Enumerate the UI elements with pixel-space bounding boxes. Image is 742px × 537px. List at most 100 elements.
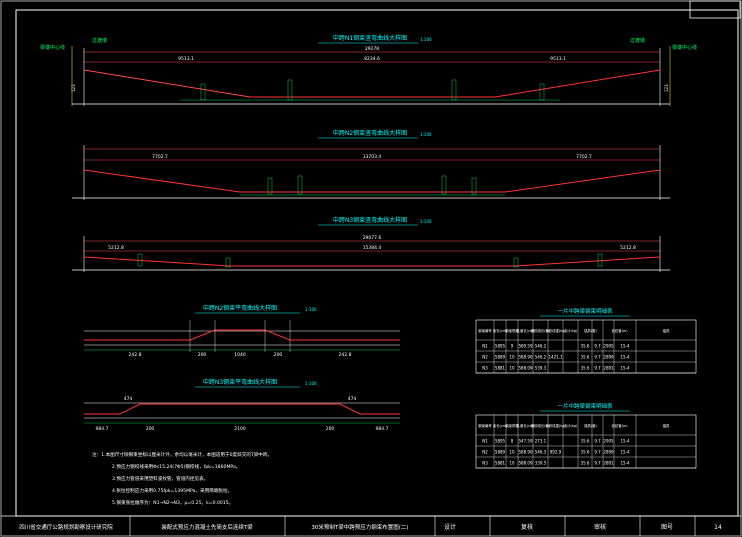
table1-header-1: 束长(cm)	[493, 328, 508, 333]
table1-cell-2-0: N3	[482, 366, 488, 371]
table2-cell-2-2: 10	[509, 461, 515, 466]
plan1-dim-2: 1040	[234, 352, 246, 358]
table2-header-4: 钢绞线长(m)	[531, 423, 551, 428]
table1-header-9: 锚具	[663, 328, 670, 333]
table2-cell-1-5: 992.9	[550, 450, 562, 455]
table2-cell-0-9: 2905	[603, 439, 614, 444]
table1-cell-2-7: 35.6	[581, 366, 590, 371]
table1-header-8: 波纹管(m)	[611, 328, 628, 333]
elevation-title-3: 中跨N3钢束竖弯曲线大样图	[333, 216, 407, 224]
plan-title-2: 中跨N3钢束平弯曲线大样图	[203, 378, 277, 386]
table1-cell-1-2: 10	[509, 355, 515, 360]
table2-cell-1-1: 5889	[495, 450, 506, 455]
plan1-dim-4: 242.8	[339, 352, 352, 358]
elevation-n2: 中跨N2钢束竖弯曲线大样图 1:100 7702.7 13703.4 7702.…	[72, 129, 670, 200]
table2-cell-2-0: N3	[482, 461, 488, 466]
table2-header-9: 锚具	[663, 423, 670, 428]
tb-review: 复核	[521, 523, 533, 531]
table1-cell-1-0: N2	[482, 355, 488, 360]
elevation-n1: 中跨N1钢束竖弯曲线大样图 1:100 梁端中心线 过渡墩 过渡墩 梁端中心线 …	[40, 34, 697, 106]
plan-n3: 中跨N3钢束平弯曲线大样图 1:100 984.7 474 200 2100 2…	[84, 378, 400, 432]
table2-grid: 钢束编号束长(cm)钢束规格孔道长(cm)钢绞线长(m)钢绞线重(kg)合计(k…	[475, 414, 697, 469]
table1-cell-0-0: N1	[482, 344, 488, 349]
dim-total-3: 29077.6	[363, 235, 382, 241]
table2-cell-1-7: 35.6	[581, 450, 590, 455]
plan-scale-2: 1:100	[305, 381, 317, 386]
label-beam-end-right: 梁端中心线	[672, 44, 697, 51]
table1-cell-1-3: 588.90	[519, 355, 533, 360]
table2-cell-0-0: N1	[482, 439, 488, 444]
table1-cell-0-2: 9	[511, 344, 514, 349]
plan2-dim-5: 474	[348, 396, 357, 402]
note-line-4: 4.张拉控制应力采用0.75fpk=1395MPa，采用两端张拉。	[112, 487, 232, 494]
table2-header-0: 钢束编号	[478, 423, 492, 428]
table1-header-4: 钢绞线长(m)	[531, 328, 551, 333]
table1-grid: 钢束编号束长(cm)钢束规格孔道长(cm)钢绞线长(m)钢绞线重(kg)合计(k…	[475, 319, 697, 374]
table1-cell-2-3: 588.09	[519, 366, 533, 371]
table2-header-3: 孔道长(cm)	[517, 423, 536, 428]
plan1-dim-3: 200	[274, 352, 283, 358]
table2-cell-1-10: 15-4	[620, 450, 630, 455]
corner-tag-box	[689, 0, 741, 19]
plan2-dim-0: 984.7	[96, 426, 109, 432]
title-block: 四川省交通厅公路规划勘察设计研究院 装配式预应力混凝土先简支后连续T梁 30米预…	[1, 515, 741, 536]
note-line-2: 2.预应力钢绞线采用Φs15.24(7Φ5)钢绞线，fpk=1860MPa。	[112, 463, 240, 470]
table1-cell-1-10: 15-4	[620, 355, 630, 360]
table1-cell-2-9: 2891	[603, 366, 614, 371]
table2-cell-2-8: 9.7	[594, 461, 601, 466]
table1-cell-2-1: 5881	[495, 366, 506, 371]
dim-right-3: 5212.8	[620, 245, 636, 251]
table2-header-7: 锚具(套)	[584, 423, 597, 428]
note-line-3: 3.预应力管道采用塑料波纹管，管道内径见表。	[112, 475, 208, 482]
table2-cell-0-3: 547.59	[519, 439, 533, 444]
label-pier-left: 过渡墩	[92, 37, 107, 44]
plan2-dim-6: 984.7	[376, 426, 389, 432]
table2-cell-1-8: 9.7	[594, 450, 601, 455]
table2-cell-1-9: 2899	[603, 450, 614, 455]
table1-cell-0-7: 35.6	[581, 344, 590, 349]
plan2-dim-2: 200	[146, 426, 155, 432]
table2-cell-0-4: 273.1	[535, 439, 547, 444]
label-beam-end-left: 梁端中心线	[40, 44, 65, 51]
table1-cell-0-9: 2905	[603, 344, 614, 349]
table2-cell-1-4: 546.3	[535, 450, 547, 455]
table2-title: 一片中跨梁钢束明细表	[557, 402, 613, 410]
table1-header-5: 钢绞线重(kg)	[545, 328, 566, 333]
table2-header-1: 束长(cm)	[493, 423, 508, 428]
table1-header-0: 钢束编号	[478, 328, 492, 333]
tb-design: 设计	[444, 523, 456, 531]
label-pier-right: 过渡墩	[630, 37, 645, 44]
table2-cell-0-7: 35.6	[581, 439, 590, 444]
table1-cell-1-8: 9.7	[594, 355, 601, 360]
table2-cell-2-1: 5881	[495, 461, 506, 466]
table2-cell-0-8: 9.7	[594, 439, 601, 444]
table1-cell-0-4: 546.2	[535, 344, 547, 349]
plan-scale-1: 1:100	[305, 307, 317, 312]
notes: 注：1.本图尺寸除钢束坐标以厘米计外，余均以毫米计，本图适用于0度斜交的T梁中跨…	[92, 451, 272, 506]
table2-cell-0-1: 5895	[495, 439, 506, 444]
svg-text:123: 123	[71, 84, 76, 92]
table2-cell-2-7: 35.6	[581, 461, 590, 466]
table-2: 一片中跨梁钢束明细表 钢束编号束长(cm)钢束规格孔道长(cm)钢绞线长(m)钢…	[475, 402, 697, 469]
svg-text:123: 123	[664, 84, 669, 92]
table1-cell-0-3: 589.59	[519, 344, 533, 349]
plan-title-1: 中跨N2钢束平弯曲线大样图	[203, 304, 277, 312]
plan2-dim-4: 200	[326, 426, 335, 432]
dim-right-2: 7702.7	[576, 154, 592, 160]
plan1-dim-0: 242.8	[129, 352, 142, 358]
plan2-dim-3: 2100	[234, 426, 246, 432]
table1-cell-1-1: 5889	[495, 355, 506, 360]
table2-cell-1-0: N2	[482, 450, 488, 455]
table2-cell-2-10: 15-4	[620, 461, 630, 466]
table1-cell-2-8: 9.7	[594, 366, 601, 371]
note-line-5: 5.钢束张拉顺序为：N1→N2→N3，μ=0.25，k=0.0015。	[112, 499, 233, 506]
table1-header-2: 钢束规格	[505, 328, 519, 333]
tb-sheet-no: 14	[714, 524, 722, 531]
tb-sheet-label: 图号	[661, 524, 673, 531]
elevation-n3: 中跨N3钢束竖弯曲线大样图 1:100 29077.6 5212.8 15384…	[72, 216, 670, 272]
elevation-scale-1: 1:100	[420, 37, 432, 42]
table1-cell-0-1: 5895	[495, 344, 506, 349]
table1-header-3: 孔道长(cm)	[517, 328, 536, 333]
table1-cell-1-5: 1421.1	[549, 355, 563, 360]
